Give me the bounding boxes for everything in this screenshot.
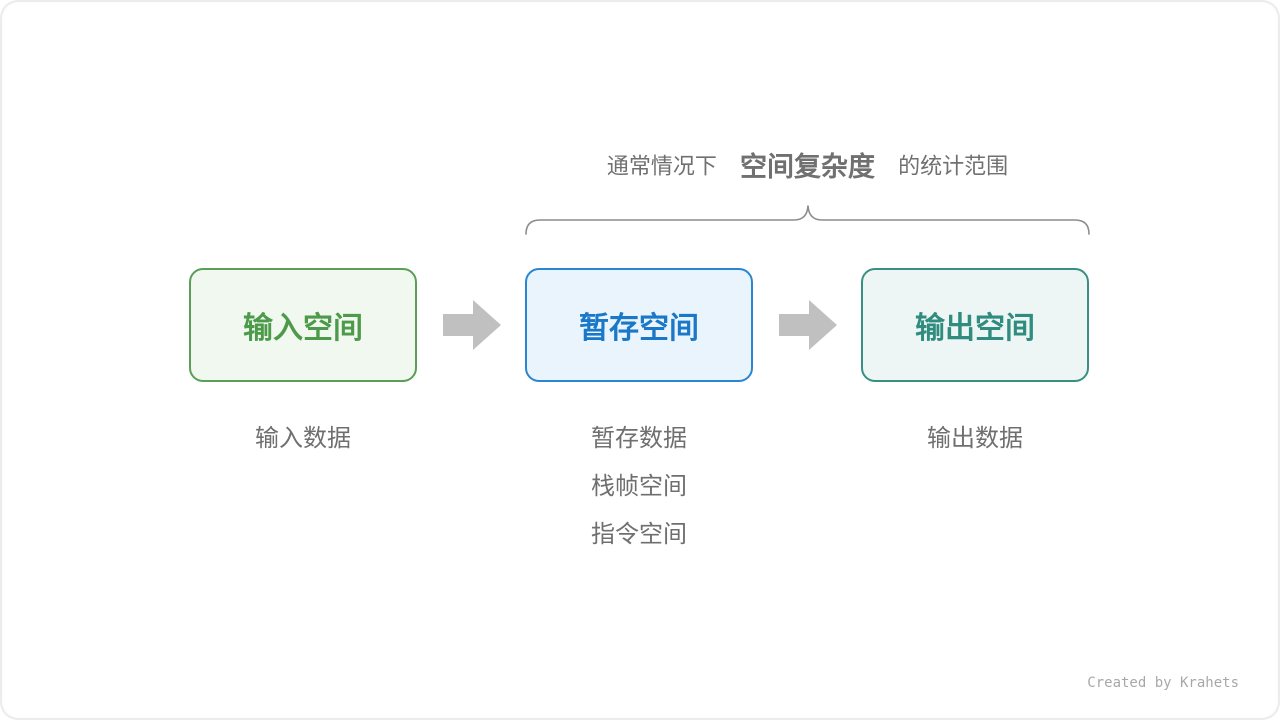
- scope-caption: 通常情况下 空间复杂度 的统计范围: [520, 145, 1095, 184]
- arrow-shape: [779, 300, 837, 350]
- temp-space-box: 暂存空间: [525, 268, 753, 382]
- scope-caption-after: 的统计范围: [898, 154, 1009, 180]
- scope-brace: [525, 205, 1090, 235]
- output-space-title: 输出空间: [915, 311, 1035, 346]
- list-item: 暂存数据: [591, 424, 687, 452]
- input-space-items: 输入数据: [189, 418, 417, 466]
- input-space-title: 输入空间: [243, 311, 363, 346]
- arrow-right-icon: [443, 300, 501, 350]
- temp-space-title: 暂存空间: [579, 311, 699, 346]
- output-space-items: 输出数据: [861, 418, 1089, 466]
- temp-space-items: 暂存数据 栈帧空间 指令空间: [525, 418, 753, 562]
- input-space-box: 输入空间: [189, 268, 417, 382]
- scope-caption-before: 通常情况下: [606, 154, 717, 180]
- output-space-box: 输出空间: [861, 268, 1089, 382]
- list-item: 输出数据: [927, 424, 1023, 452]
- arrow-shape: [443, 300, 501, 350]
- scope-brace-path: [525, 205, 1090, 235]
- scope-caption-emphasis: 空间复杂度: [740, 152, 875, 183]
- list-item: 栈帧空间: [591, 472, 687, 500]
- list-item: 指令空间: [591, 520, 687, 548]
- arrow-right-icon: [779, 300, 837, 350]
- credit-text: Created by Krahets: [1087, 675, 1239, 691]
- list-item: 输入数据: [255, 424, 351, 452]
